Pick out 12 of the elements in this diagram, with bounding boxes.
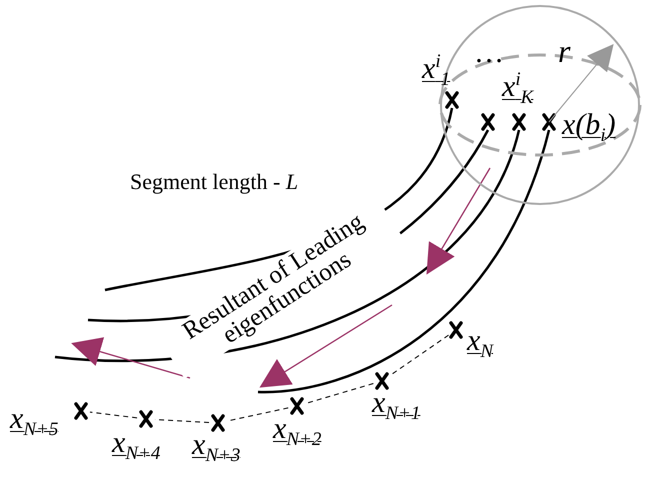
- ellipsis: …: [474, 36, 504, 69]
- radius-label: r: [558, 34, 570, 70]
- dashed-connector: [89, 412, 138, 418]
- dashed-connector: [305, 383, 374, 404]
- segment-length-label: Segment length - L: [130, 170, 298, 194]
- point-label: x$_{N+4}$: [112, 428, 160, 463]
- point-label: x$_{N}$: [467, 326, 494, 361]
- point-label: x$_{N+1}$: [372, 388, 420, 423]
- point-label: x$_{N+5}$: [10, 404, 58, 439]
- point-label: x$_{N+3}$: [192, 430, 240, 465]
- point-label: x(b$_{i}$): [562, 110, 616, 145]
- point-label: x$_{N+2}$: [273, 414, 322, 449]
